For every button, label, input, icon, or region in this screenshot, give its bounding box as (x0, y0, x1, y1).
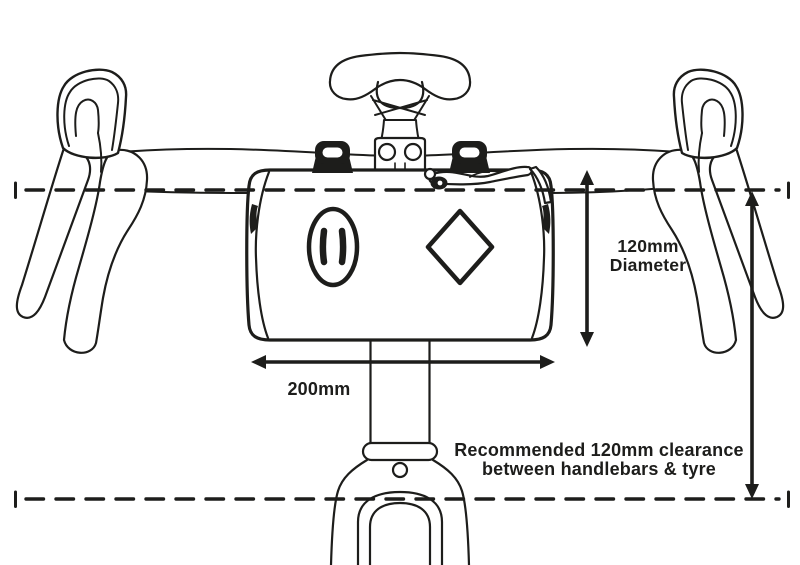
bag-body (245, 168, 555, 342)
diameter-label: 120mm Diameter (573, 237, 723, 275)
bag-left-seam (254, 170, 271, 340)
left-strap-buckle (312, 141, 353, 173)
diameter-label-line1: 120mm (617, 236, 679, 256)
clearance-arrow (745, 191, 759, 499)
left-brake-lever-icon (15, 68, 149, 354)
right-brake-lever-icon (651, 68, 785, 354)
diamond-logo-icon (425, 208, 495, 286)
width-label: 200mm (249, 380, 389, 399)
oval-logo-patch (306, 206, 360, 288)
bag-right-seam-shade (542, 204, 551, 234)
lower-guide-line (14, 490, 790, 508)
stem-mount-icon (373, 136, 427, 174)
clearance-label-line1: Recommended 120mm clearance (454, 440, 744, 460)
width-arrow (251, 355, 555, 369)
right-strap-buckle (449, 141, 490, 173)
upper-guide-line (14, 181, 790, 199)
drawcord-toggle-icon (423, 165, 553, 205)
bag-right-seam (529, 170, 546, 340)
oval-logo-bars (319, 227, 347, 266)
clearance-label: Recommended 120mm clearance between hand… (429, 441, 769, 479)
bag-left-seam-shade (249, 204, 258, 234)
width-label-text: 200mm (287, 379, 351, 399)
fork-icon (329, 339, 471, 565)
clearance-label-line2: between handlebars & tyre (481, 459, 717, 479)
handlebar-bag (245, 168, 555, 342)
diameter-label-line2: Diameter (609, 255, 687, 275)
diameter-arrow (580, 170, 594, 347)
